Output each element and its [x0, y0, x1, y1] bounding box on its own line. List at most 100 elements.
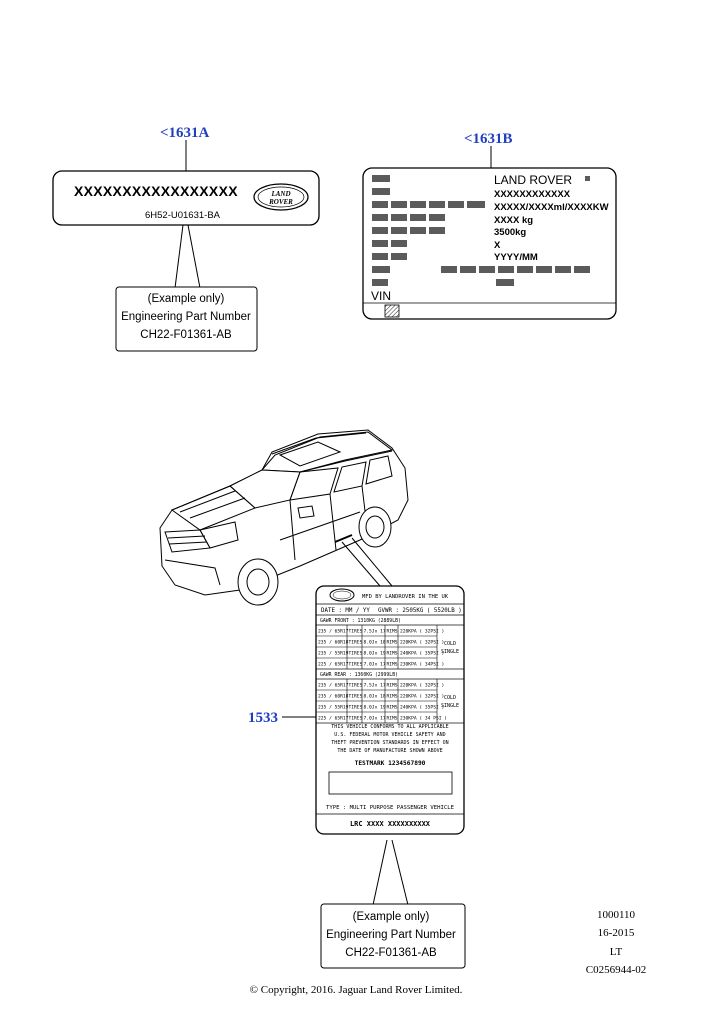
label-1631a-code: XXXXXXXXXXXXXXXXX: [74, 183, 238, 199]
label-1631a: XXXXXXXXXXXXXXXXX 6H52-U01631-BA LAND RO…: [52, 170, 320, 226]
tire-table-cell: 235 / 60R18: [318, 640, 349, 646]
label-1631b-frame: [362, 167, 617, 320]
tire-table-cell: TIRES: [349, 694, 363, 700]
example-box-a: (Example only) Engineering Part Number C…: [115, 286, 258, 352]
tire-table-cell: 235 / 60R18: [318, 694, 349, 700]
grille-slats: [167, 535, 208, 545]
tire-table-cell: 230KPA ( 34PSI ): [400, 662, 444, 668]
vehicle-sunroof: [278, 441, 342, 467]
reference-line-3: LT: [610, 946, 623, 958]
tire-table-cell: RIMS: [387, 629, 398, 635]
callout-1631b: <1631B: [464, 131, 513, 147]
pointer-vehicle-left: [341, 541, 381, 587]
tire-table-cell: 7.0Jx 17: [364, 662, 386, 668]
rear-wheel: [358, 506, 392, 548]
tire-table-cell: 235 / 65R17: [318, 683, 349, 689]
tire-table-cell: RIMS: [387, 683, 398, 689]
label-1631b-vin: VIN: [371, 289, 391, 303]
tire-table-cell: TIRES: [349, 651, 363, 657]
side-mirror: [297, 505, 315, 519]
tire-table-cell: 7.5Jx 17: [364, 629, 386, 635]
tire-table-cell: RIMS: [387, 716, 398, 722]
tire-table-cell: 225 / 65R17: [318, 716, 349, 722]
conform-line-0: THIS VEHICLE CONFORMS TO ALL APPLICABLE: [331, 724, 448, 730]
vehicle-hood: [170, 485, 256, 531]
example-box-a-frame: [115, 286, 258, 352]
label-1533: MFD BY LANDROVER IN THE UK DATE : MM / Y…: [315, 585, 465, 835]
tire-table-cell: 8.0Jx 19: [364, 705, 386, 711]
pointer-right-c: [391, 839, 409, 906]
label-1631a-part-number: 6H52-U01631-BA: [145, 210, 221, 221]
tire-cold-label: COLD: [444, 695, 456, 701]
pointer-left-a: [174, 224, 184, 289]
label-1631b-value-2: XXXX kg: [494, 215, 533, 226]
tire-table-cell: 220KPA ( 32PSI ): [400, 694, 444, 700]
tire-table-cell: RIMS: [387, 651, 398, 657]
engineering-part-label-c: Engineering Part Number: [326, 929, 456, 941]
callout-1533: 1533: [248, 710, 278, 726]
tire-table-cell: 230KPA ( 34 PSI ): [400, 716, 447, 722]
tire-table-cell: 235 / 55R19: [318, 705, 349, 711]
conform-line-3: THE DATE OF MANUFACTURE SHOWN ABOVE: [337, 748, 442, 754]
tire-table-cell: TIRES: [349, 629, 363, 635]
label-1533-gvwr: GVWR : 2505KG ( 5520LB ): [378, 608, 462, 614]
label-1533-lrc: LRC XXXX XXXXXXXXXX: [350, 820, 431, 828]
tire-table-cell: 220KPA ( 32PSI ): [400, 683, 444, 689]
hood-line-1: [179, 490, 236, 513]
reference-line-1: 1000110: [597, 909, 636, 921]
label-1631a-frame: [52, 170, 320, 226]
label-1631b-value-0: XXXXXXXXXXXX: [494, 189, 571, 200]
tire-table-cell: 235 / 65R17: [318, 629, 349, 635]
label-1631b-value-4: X: [494, 240, 501, 251]
side-sill-line: [279, 511, 361, 541]
logo-text-land: LAND: [270, 190, 290, 198]
pointer-left-c: [372, 839, 388, 906]
tire-table-cell: RIMS: [387, 705, 398, 711]
roof-rail-1: [271, 432, 367, 455]
label-1533-rear-header: GAWR REAR : 1360KG (2999LB): [320, 672, 398, 678]
tire-table-cell: TIRES: [349, 716, 363, 722]
front-wheel: [237, 558, 279, 606]
conform-line-1: U.S. FEDERAL MOTOR VEHICLE SAFETY AND: [334, 732, 445, 738]
callout-1631a: <1631A: [160, 125, 210, 141]
land-rover-logo-icon: LAND ROVER: [253, 183, 309, 211]
label-1631b-value-3: 3500kg: [494, 227, 526, 238]
label-1533-testmark: TESTMARK 1234567890: [355, 760, 426, 767]
tire-single-label: SINGLE: [441, 649, 459, 655]
tire-table-cell: 7.5Jx 17: [364, 683, 386, 689]
example-only-text-c: (Example only): [353, 911, 430, 923]
redacted-text-blocks: [372, 175, 590, 286]
label-1533-logo-icon: [329, 588, 355, 602]
pointer-right-a: [187, 224, 201, 289]
tire-table-cell: 7.0Jx 17: [364, 716, 386, 722]
reference-block: 1000110 16-2015 LT C0256944-02: [586, 909, 647, 976]
tire-table-cell: 220KPA ( 32PSI ): [400, 629, 444, 635]
label-1533-mfd: MFD BY LANDROVER IN THE UK: [362, 594, 449, 600]
engineering-part-number-c: CH22-F01361-AB: [345, 947, 437, 959]
front-wheel-rim: [246, 568, 270, 596]
tire-table-cell: 225 / 65R17: [318, 662, 349, 668]
hatched-barcode-icon: [384, 304, 400, 318]
label-1631b-brand: LAND ROVER: [494, 173, 572, 187]
label-location-marker: [334, 534, 353, 543]
tire-table-cell: 235 / 55R19: [318, 651, 349, 657]
tire-table-cell: 8.0Jx 19: [364, 651, 386, 657]
rear-wheel-rim: [365, 515, 385, 539]
logo-text-rover: ROVER: [268, 198, 293, 206]
tire-table-cell: RIMS: [387, 640, 398, 646]
label-1631b-value-1: XXXXX/XXXXml/XXXXKW: [494, 202, 609, 213]
tire-table-cell: TIRES: [349, 640, 363, 646]
label-1631b: LAND ROVER XXXXXXXXXXXX XXXXX/XXXXml/XXX…: [362, 167, 617, 320]
pointer-vehicle-right: [351, 537, 393, 587]
front-bumper: [164, 559, 221, 586]
engineering-part-number: CH22-F01361-AB: [140, 329, 232, 341]
engineering-part-label: Engineering Part Number: [121, 311, 251, 323]
tire-table-cell: TIRES: [349, 662, 363, 668]
reference-line-4: C0256944-02: [586, 964, 647, 976]
label-1631b-value-5: YYYY/MM: [494, 252, 538, 263]
vehicle-illustration: [159, 429, 409, 606]
hood-line-2: [189, 497, 246, 519]
tire-table-cell: 240KPA ( 35PSI ): [400, 651, 444, 657]
